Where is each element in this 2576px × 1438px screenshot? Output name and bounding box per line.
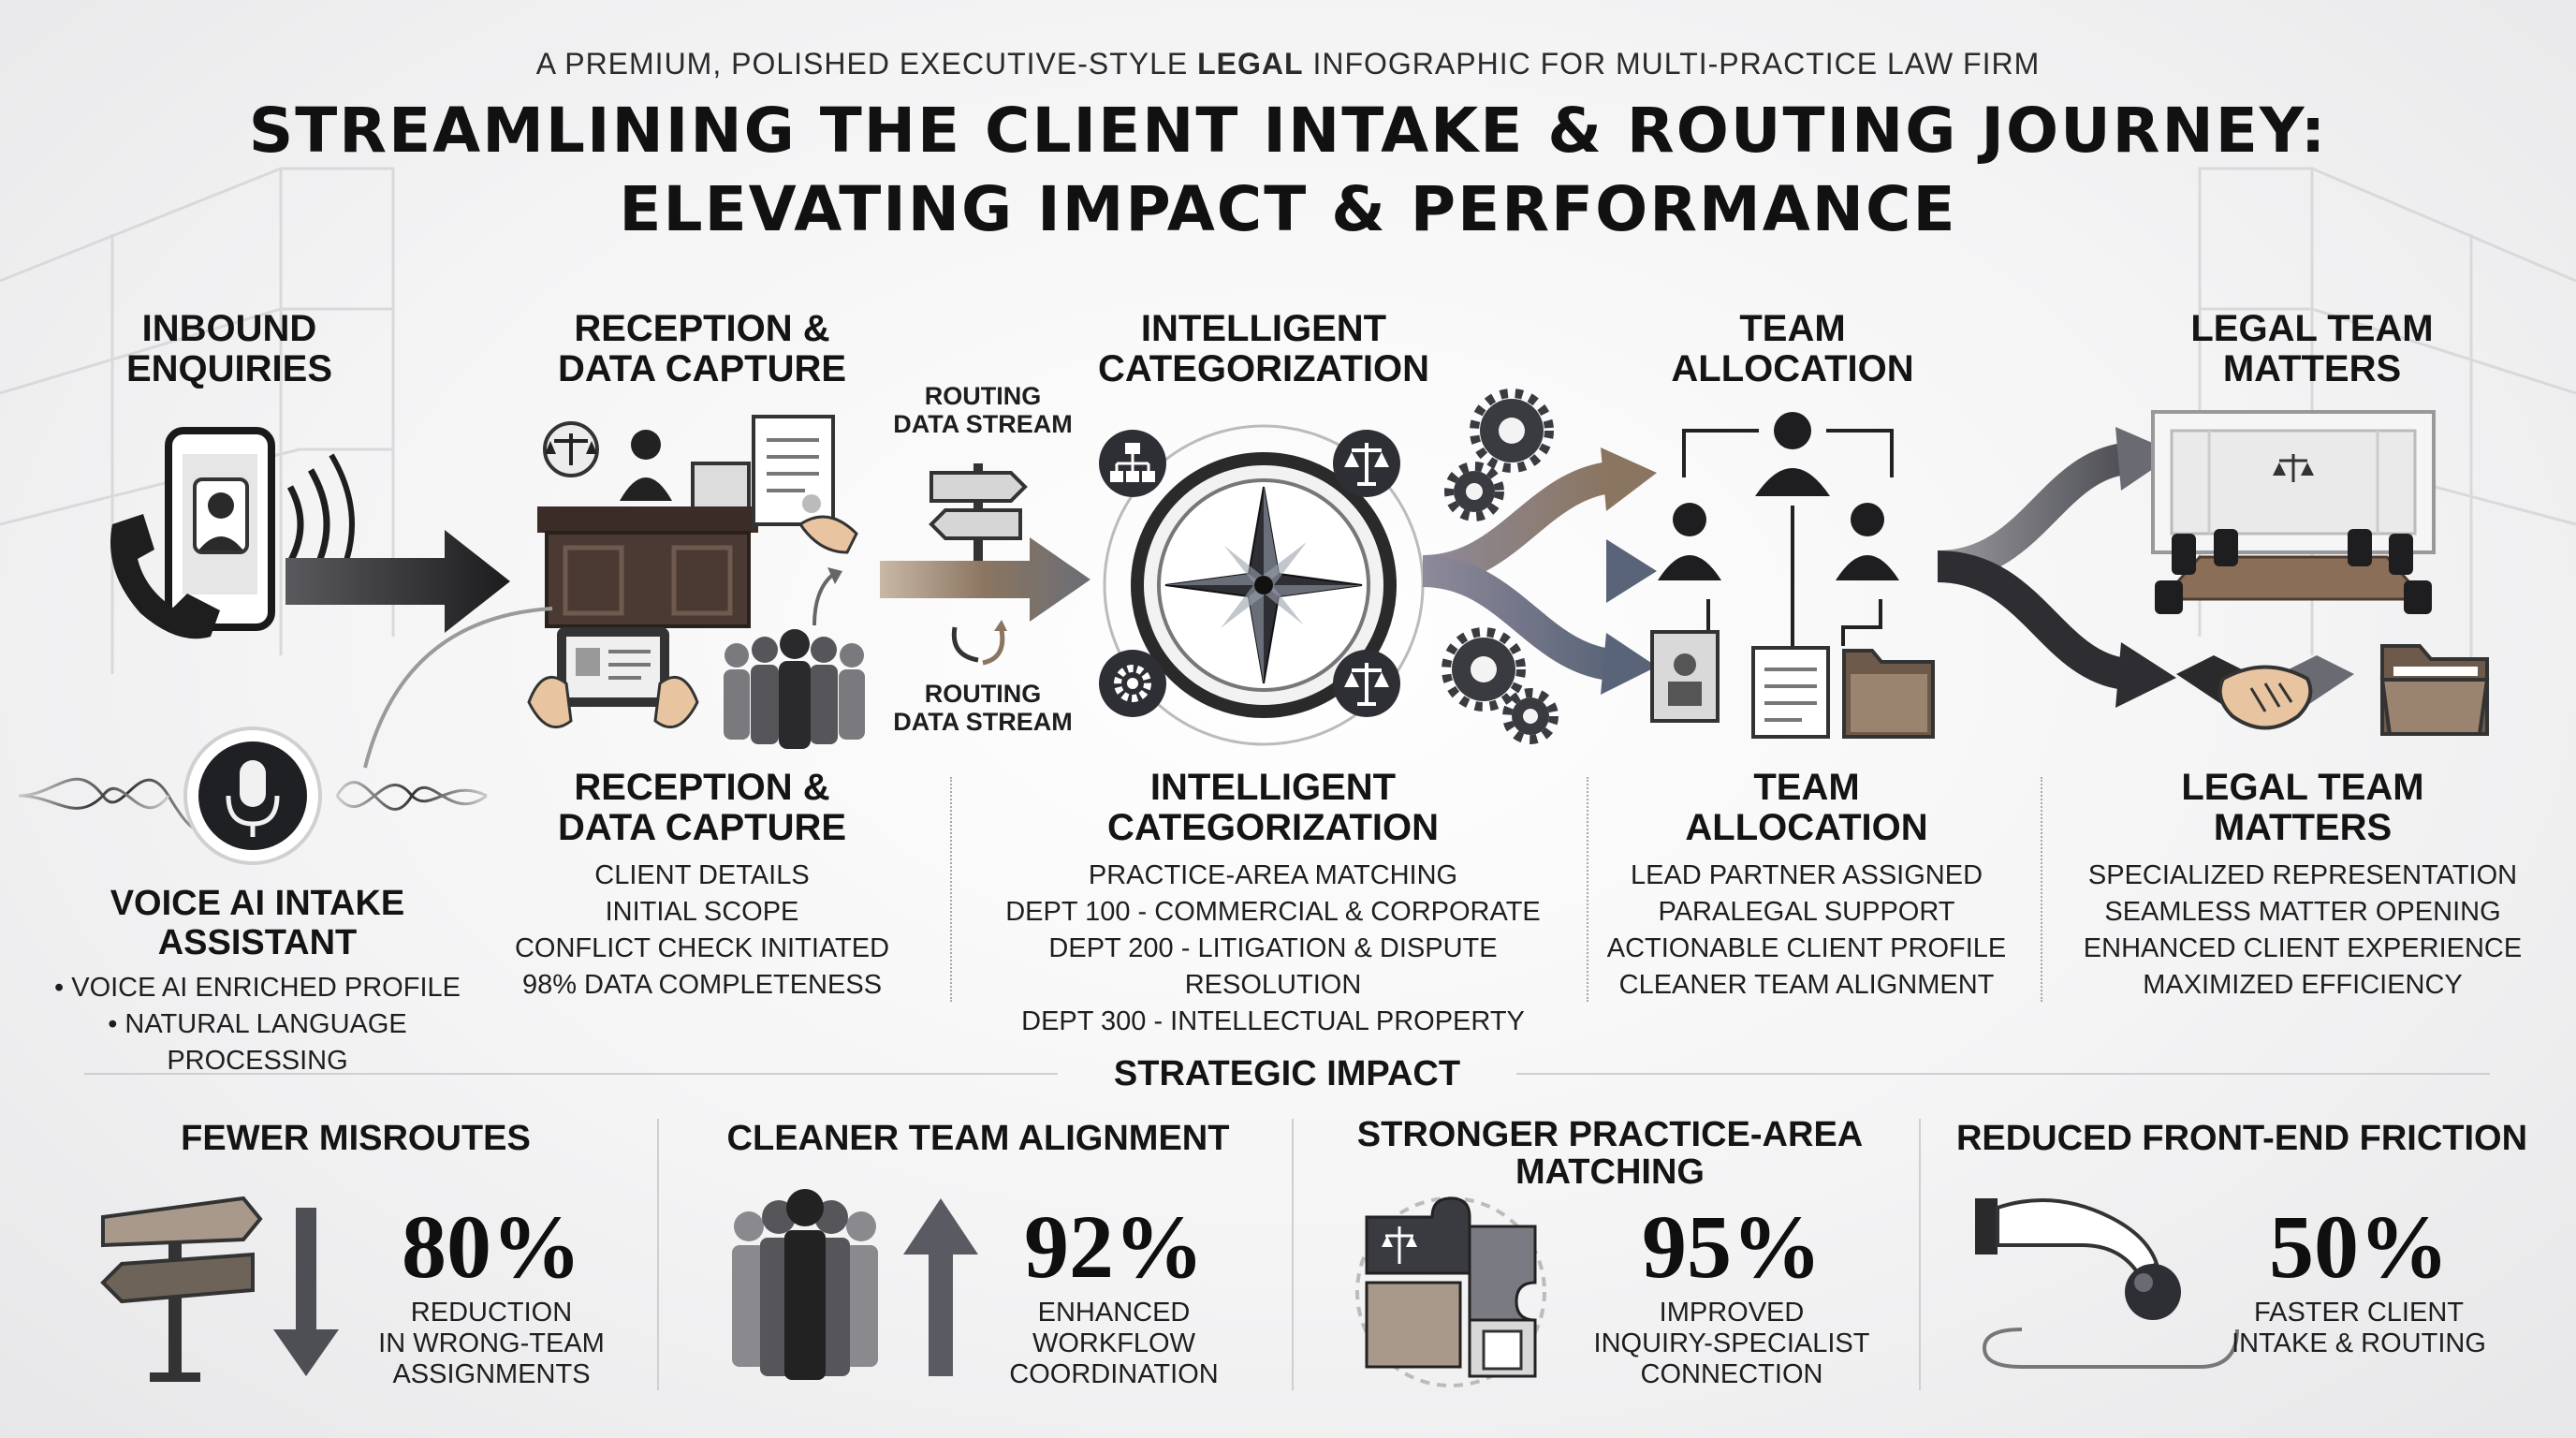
document-icon [752,415,858,554]
impact-card-2-value: 92% [1024,1196,1204,1297]
tablet-icon [527,627,699,729]
allocation-details: TEAM ALLOCATION LEAD PARTNER ASSIGNED PA… [1591,768,2022,1004]
hand-ball-icon [1975,1198,2239,1369]
page-title: STREAMLINING THE CLIENT INTAKE & ROUTING… [0,92,2576,249]
section-rule-right [1516,1073,2490,1075]
detail-item: MAXIMIZED EFFICIENCY [2143,970,2463,1000]
gear-icon [1099,650,1166,717]
reception-desk-icon [537,421,758,628]
handshake-icon [2176,655,2354,730]
org-chart-icon [1099,430,1166,497]
detail-item: DEPT 100 - COMMERCIAL & CORPORATE [1005,897,1541,927]
voice-ai-block: VOICE AI INTAKE ASSISTANT • VOICE AI ENR… [28,884,487,1079]
title-line-2: ELEVATING IMPACT & PERFORMANCE [619,173,1957,245]
column-divider [950,777,952,1002]
arrow-reception-to-categorization [880,537,1090,622]
voice-ai-title-2: ASSISTANT [157,923,358,962]
detail-item: PARALEGAL SUPPORT [1658,897,1955,927]
voice-ai-bullet: • VOICE AI ENRICHED PROFILE [54,973,461,1003]
detail-item: CLEANER TEAM ALIGNMENT [1618,970,1995,1000]
card-divider [657,1119,659,1390]
upload-arrow-icon [812,567,842,626]
detail-item: CONFLICT CHECK INITIATED [514,933,890,963]
impact-card-2-title: CLEANER TEAM ALIGNMENT [726,1119,1230,1158]
detail-item: SPECIALIZED REPRESENTATION [2087,860,2518,890]
boardroom-icon [2151,410,2436,614]
arrow-inbound-to-reception [285,530,510,633]
card-divider [1919,1119,1921,1390]
stage-reception-heading: RECEPTION &DATA CAPTURE [557,308,847,389]
voice-ai-bullet: • NATURAL LANGUAGE PROCESSING [108,1009,407,1076]
compass-icon [1103,424,1425,746]
detail-item: INITIAL SCOPE [605,897,799,927]
folder-icon [2379,644,2490,736]
microphone-icon [18,726,488,865]
arrows-categorization-to-allocation [1422,448,1657,695]
puzzle-icon [1355,1196,1546,1387]
column-divider [1587,777,1588,1002]
title-line-1: STREAMLINING THE CLIENT INTAKE & ROUTING… [248,95,2328,167]
arrows-allocation-to-matters [1937,427,2176,708]
curved-routing-arrow-icon [951,620,1007,666]
detail-item: ENHANCED CLIENT EXPERIENCE [2083,933,2523,963]
card-divider [1292,1119,1294,1390]
detail-item: CLIENT DETAILS [594,860,810,890]
categorization-details: INTELLIGENT CATEGORIZATION PRACTICE-AREA… [964,768,1582,1040]
voice-ai-title-1: VOICE AI INTAKE [110,884,405,923]
detail-item: DEPT 300 - INTELLECTUAL PROPERTY [1021,1006,1525,1036]
signpost-icon [929,463,1028,566]
phone-icon [110,427,355,639]
people-group-icon [724,629,865,749]
impact-card-4-value: 50% [2269,1196,2449,1297]
scales-icon [1333,430,1400,497]
matters-details: LEGAL TEAM MATTERS SPECIALIZED REPRESENT… [2059,768,2546,1004]
detail-item: DEPT 200 - LITIGATION & DISPUTE RESOLUTI… [1048,933,1498,1000]
reception-details: RECEPTION & DATA CAPTURE CLIENT DETAILS … [505,768,899,1004]
team-allocation-diagram [1650,412,1935,739]
signpost-down-icon [100,1196,339,1382]
impact-card-3-value: 95% [1642,1196,1822,1297]
detail-item: PRACTICE-AREA MATCHING [1088,860,1458,890]
column-divider [2041,777,2042,1002]
detail-item: ACTIONABLE CLIENT PROFILE [1606,933,2007,963]
section-rule-left [84,1073,1058,1075]
detail-item: 98% DATA COMPLETENESS [521,970,883,1000]
impact-card-1-value: 80% [402,1196,581,1297]
impact-card-4-title: REDUCED FRONT-END FRICTION [1955,1119,2528,1158]
scales-icon-2 [1333,650,1400,717]
gears-icon [1442,389,1559,744]
voice-connector-curve [363,607,553,769]
detail-item: SEAMLESS MATTER OPENING [2104,897,2501,927]
impact-card-1-title: FEWER MISROUTES [181,1119,531,1158]
detail-item: LEAD PARTNER ASSIGNED [1630,860,1983,890]
header-subtitle: A PREMIUM, POLISHED EXECUTIVE-STYLE LEGA… [535,47,2041,81]
team-up-icon [732,1189,978,1380]
strategic-impact-heading: STRATEGIC IMPACT [1113,1054,1461,1093]
